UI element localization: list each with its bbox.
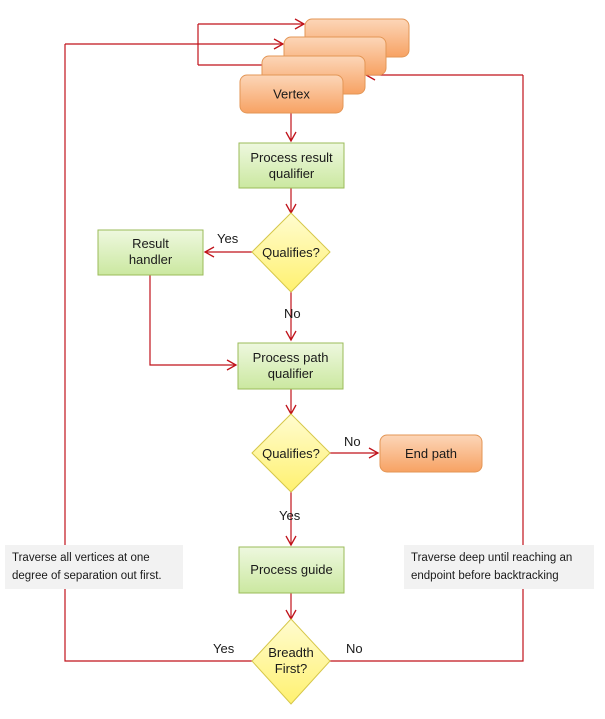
process-guide-node — [238, 546, 345, 594]
path-qualifies-decision-label: Qualifies? — [262, 446, 320, 461]
process-result-qualifier-node — [238, 142, 345, 189]
process-path-qualifier-label-line-1: Process path — [253, 350, 329, 365]
end-path-label: End path — [405, 446, 457, 461]
vertex-node — [239, 74, 344, 114]
process-path-qualifier-node — [237, 342, 344, 390]
depth-first-note-line-1: Traverse deep until reaching an — [411, 552, 573, 564]
breadth-first-note-line-1: Traverse all vertices at one — [12, 552, 150, 564]
path-qualifies-decision-node — [251, 413, 331, 493]
process-result-qualifier-label-line-1: Process result — [250, 150, 333, 165]
edge-label-path-no: No — [344, 434, 361, 449]
result-handler-label-line-2: handler — [129, 252, 173, 267]
breadth-first-decision-label-line-2: First? — [275, 661, 308, 676]
edge-label-breadth-no: No — [346, 641, 363, 656]
result-qualifies-decision-node — [251, 212, 331, 293]
process-guide-label: Process guide — [250, 562, 332, 577]
connector-handler-to-path-qualifier — [149, 275, 238, 371]
result-handler-label-line-1: Result — [132, 236, 169, 251]
result-qualifies-decision-label: Qualifies? — [262, 245, 320, 260]
end-path-node — [379, 434, 483, 473]
edge-label-breadth-yes: Yes — [213, 641, 235, 656]
result-handler-node — [97, 229, 204, 276]
depth-first-note-line-2: endpoint before backtracking — [411, 570, 559, 582]
edge-label-result-yes: Yes — [217, 231, 239, 246]
process-path-qualifier-label-line-2: qualifier — [268, 366, 314, 381]
vertex-label: Vertex — [273, 87, 310, 102]
breadth-first-decision-node — [251, 618, 331, 705]
connector-breadth-loop — [64, 44, 266, 662]
connector-depth-loop — [316, 75, 524, 662]
edge-label-result-no: No — [284, 306, 301, 321]
process-result-qualifier-label-line-2: qualifier — [269, 166, 315, 181]
breadth-first-note: Traverse all vertices at one degree of s… — [5, 545, 183, 589]
breadth-first-note-line-2: degree of separation out first. — [12, 570, 162, 582]
edge-label-path-yes: Yes — [279, 508, 301, 523]
depth-first-note: Traverse deep until reaching an endpoint… — [404, 545, 594, 589]
breadth-first-decision-label-line-1: Breadth — [268, 645, 314, 660]
